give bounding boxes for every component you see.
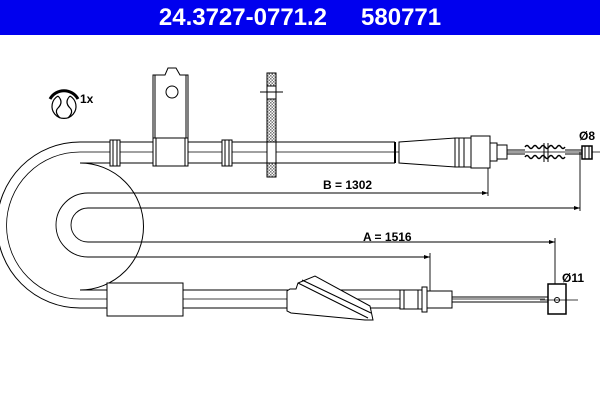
grommet-plate xyxy=(260,72,283,178)
dimension-a-label: A = 1516 xyxy=(363,230,412,244)
cable-sheath xyxy=(0,141,144,309)
dimension-b-label: B = 1302 xyxy=(323,178,372,192)
end-fitting-top xyxy=(394,135,593,169)
title-bar: 24.3727-0771.2 580771 xyxy=(0,0,600,35)
gland-right xyxy=(221,139,233,167)
clip-icon xyxy=(48,89,80,119)
reference-number: 580771 xyxy=(361,3,442,31)
diameter-top-label: Ø8 xyxy=(579,129,595,143)
clip-quantity: 1x xyxy=(80,92,94,106)
part-number: 24.3727-0771.2 xyxy=(158,3,328,31)
diameter-bottom-label: Ø11 xyxy=(562,271,584,285)
mounting-bracket xyxy=(152,67,189,167)
gland-left xyxy=(109,139,121,167)
wedge-bracket xyxy=(286,275,374,321)
sleeve-bottom xyxy=(106,282,184,317)
end-fitting-bottom xyxy=(399,283,578,315)
